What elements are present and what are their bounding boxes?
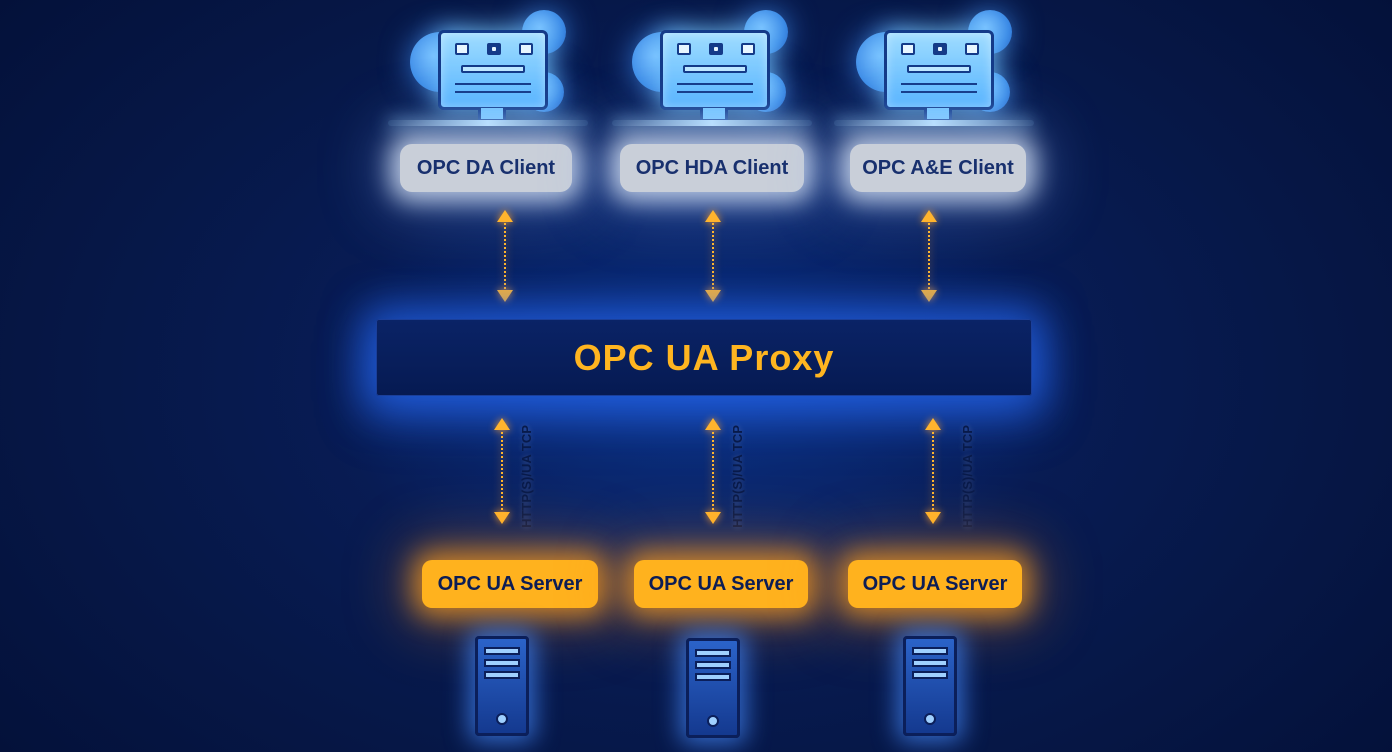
client-label-da: OPC DA Client [400, 144, 572, 192]
protocol-label: HTTP(S)/UA TCP [518, 424, 534, 528]
client-proxy-arrow [495, 210, 515, 302]
server-tower-icon [686, 638, 740, 738]
proxy-bar: OPC UA Proxy [376, 319, 1032, 396]
proxy-server-arrow [492, 418, 512, 524]
client-label-ae: OPC A&E Client [850, 144, 1026, 192]
protocol-label: HTTP(S)/UA TCP [959, 424, 975, 528]
server-label: OPC UA Server [422, 560, 598, 608]
proxy-label: OPC UA Proxy [573, 336, 835, 378]
server-label: OPC UA Server [634, 560, 808, 608]
client-shelf [834, 120, 1034, 126]
client-shelf [612, 120, 812, 126]
proxy-server-arrow [703, 418, 723, 524]
client-monitor-icon [838, 2, 1038, 122]
proxy-server-arrow [923, 418, 943, 524]
server-tower-icon [903, 636, 957, 736]
client-monitor-icon [614, 2, 814, 122]
protocol-label: HTTP(S)/UA TCP [729, 424, 745, 528]
client-proxy-arrow [703, 210, 723, 302]
client-shelf [388, 120, 588, 126]
server-label: OPC UA Server [848, 560, 1022, 608]
client-monitor-icon [392, 2, 592, 122]
client-proxy-arrow [919, 210, 939, 302]
server-tower-icon [475, 636, 529, 736]
client-label-hda: OPC HDA Client [620, 144, 804, 192]
